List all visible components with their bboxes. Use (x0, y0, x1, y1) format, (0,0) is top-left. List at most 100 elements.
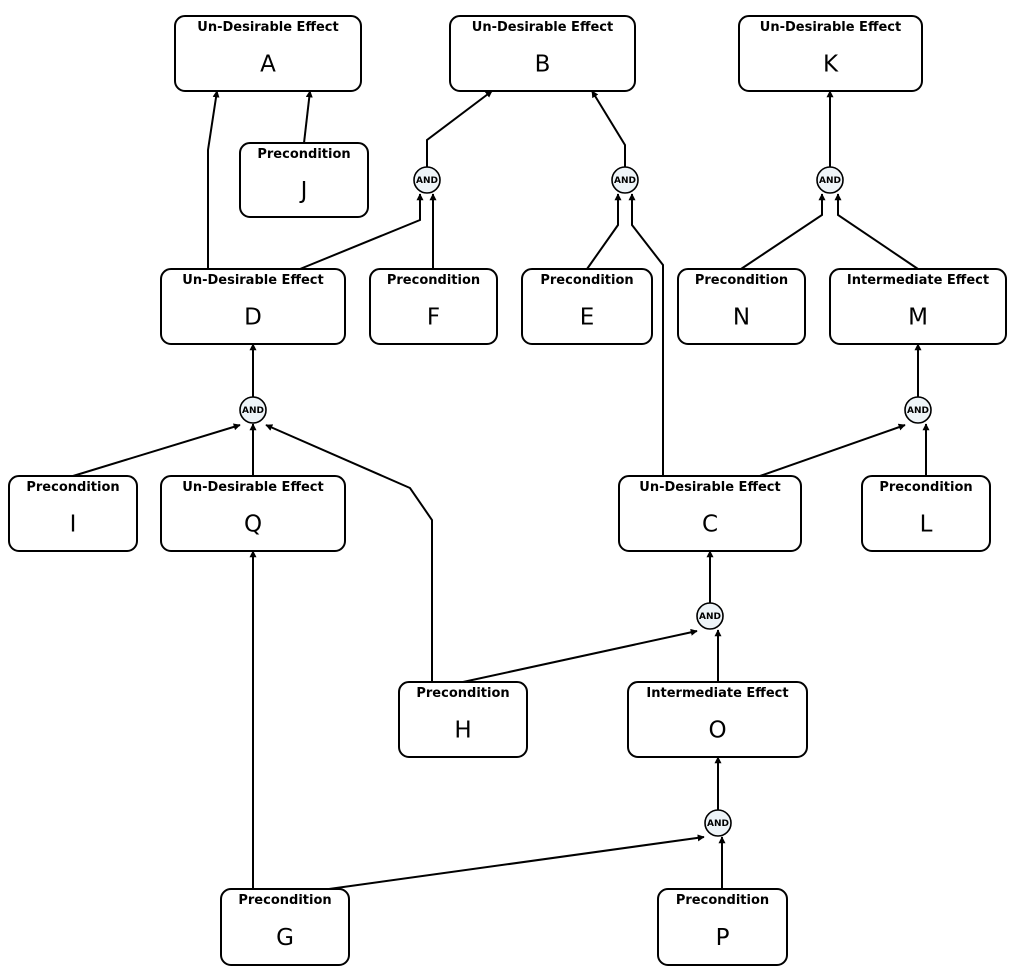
and-gate-label: AND (614, 176, 636, 186)
edges-layer (72, 90, 930, 890)
edge-h-to-and-c (462, 628, 698, 683)
node-header-label: Un-Desirable Effect (760, 20, 901, 35)
and-gate-circle (611, 166, 639, 194)
node-label: I (70, 512, 77, 538)
and-gate-label: AND (819, 176, 841, 186)
node-border (398, 681, 528, 758)
node-border (160, 475, 346, 552)
node-border (174, 15, 362, 92)
and-gate-label: AND (699, 612, 721, 622)
node-label: Q (244, 512, 262, 538)
and-gate-and-d: AND (239, 396, 267, 424)
node-border (160, 268, 346, 345)
node-border (677, 268, 806, 345)
node-header-label: Un-Desirable Effect (182, 273, 323, 288)
node-border (829, 268, 1007, 345)
node-label: E (580, 305, 595, 331)
and-gate-and-o: AND (704, 809, 732, 837)
node-border (521, 268, 653, 345)
node-header-label: Precondition (879, 480, 972, 495)
node-border (738, 15, 923, 92)
node-border (449, 15, 636, 92)
and-gate-circle (704, 809, 732, 837)
edge-m-to-and-k (834, 193, 919, 270)
node-label: D (244, 305, 262, 331)
node-border (220, 888, 350, 966)
node-header-label: Precondition (257, 147, 350, 162)
edge-e-to-and-b-right (586, 193, 622, 270)
node-label: P (716, 925, 730, 951)
node-label: J (299, 178, 308, 204)
and-gate-label: AND (707, 819, 729, 829)
node-header-label: Precondition (540, 273, 633, 288)
node-header-label: Precondition (387, 273, 480, 288)
edge-n-to-and-k (740, 193, 826, 270)
and-gate-circle (239, 396, 267, 424)
node-border (8, 475, 138, 552)
node-header-label: Precondition (416, 686, 509, 701)
and-gate-and-b-left: AND (413, 166, 441, 194)
and-gate-and-c: AND (696, 602, 724, 630)
edge-j-to-a (303, 90, 313, 144)
and-gate-label: AND (416, 176, 438, 186)
and-gate-label: AND (907, 406, 929, 416)
node-border (627, 681, 808, 758)
node-label: K (823, 52, 839, 78)
node-header-label: Un-Desirable Effect (182, 480, 323, 495)
edge-and-b-left-to-b (426, 90, 493, 167)
edge-d-to-a (207, 90, 220, 269)
and-gate-circle (816, 166, 844, 194)
edge-c-to-and-m (759, 423, 906, 477)
node-header-label: Un-Desirable Effect (639, 480, 780, 495)
node-label: A (260, 52, 276, 78)
and-gate-and-k: AND (816, 166, 844, 194)
node-label: C (702, 512, 718, 538)
and-gate-and-b-right: AND (611, 166, 639, 194)
node-border (657, 888, 788, 966)
node-label: O (708, 718, 726, 744)
edge-and-b-right-to-b (591, 90, 626, 167)
node-header-label: Intermediate Effect (646, 686, 788, 701)
edge-g-to-and-o (328, 834, 705, 890)
node-header-label: Un-Desirable Effect (472, 20, 613, 35)
edge-i-to-and-d (72, 423, 241, 477)
edge-d-to-and-b-left (299, 193, 424, 270)
and-gates-layer: AND AND AND AND AND AND AND (239, 166, 932, 837)
and-gate-circle (413, 166, 441, 194)
node-label: H (454, 718, 471, 744)
node-header-label: Un-Desirable Effect (197, 20, 338, 35)
node-border (618, 475, 802, 552)
and-gate-circle (696, 602, 724, 630)
node-label: N (733, 305, 750, 331)
node-border (861, 475, 991, 552)
node-header-label: Precondition (26, 480, 119, 495)
node-header-label: Intermediate Effect (847, 273, 989, 288)
node-border (239, 142, 369, 218)
node-header-label: Precondition (695, 273, 788, 288)
node-header-label: Precondition (238, 893, 331, 908)
node-label: M (908, 305, 928, 331)
node-label: G (276, 925, 294, 951)
node-label: L (920, 512, 933, 538)
and-gate-and-m: AND (904, 396, 932, 424)
node-header-label: Precondition (676, 893, 769, 908)
